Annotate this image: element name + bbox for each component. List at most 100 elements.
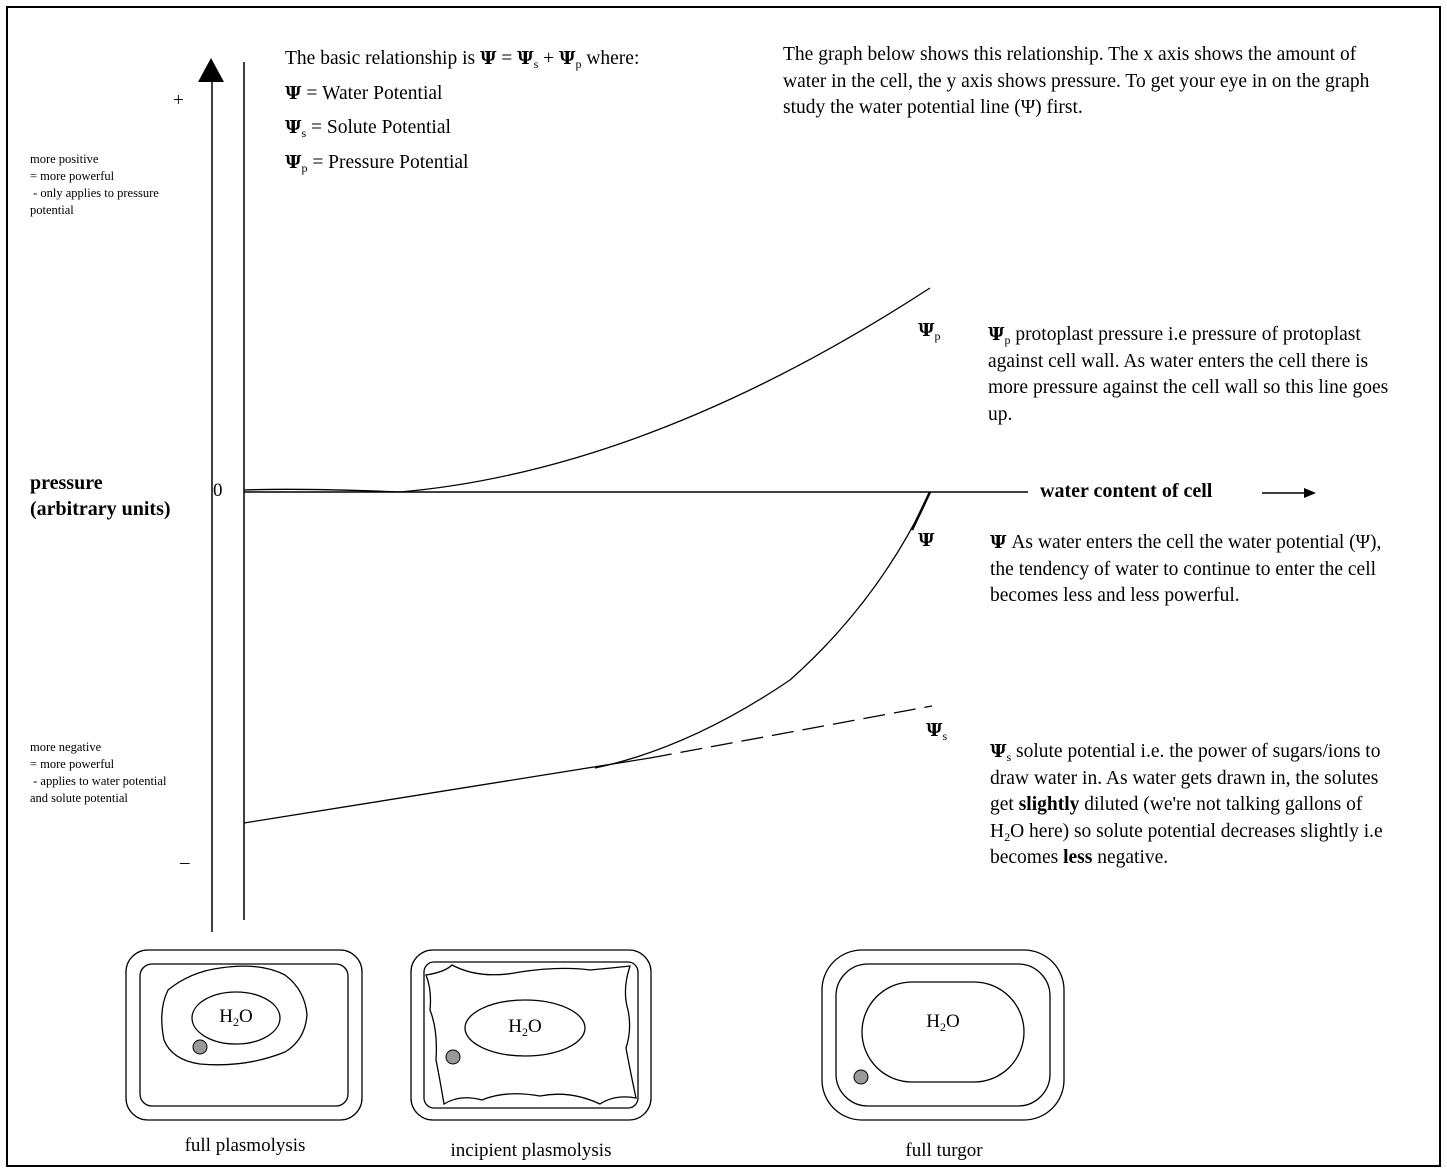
protoplast [425,964,637,1106]
plus-sign: + [538,48,559,69]
cell-wall-outer [821,949,1065,1121]
solute-potential-dashed [649,705,933,759]
cell-full-turgor [821,949,1065,1121]
note-line: = more powerful [30,169,115,183]
protoplast [161,965,308,1066]
positive-note: more positive = more powerful - only app… [30,151,210,219]
water-potential-label: Ψ [918,530,934,551]
solute-potential-description: Ψs solute potential i.e. the power of su… [990,739,1400,872]
relationship-equation: The basic relationship is Ψ = Ψs + Ψp wh… [285,42,755,77]
note-line: more negative [30,740,102,754]
psi-symbol: Ψ [990,532,1007,553]
solute-potential-label: Ψs [926,720,948,743]
caption-full-turgor: full turgor [905,1140,983,1161]
definition-text: = Pressure Potential [307,151,469,173]
vacuole [861,981,1025,1083]
y-axis-zero: 0 [213,480,223,501]
subscript-s: s [533,57,539,71]
description-text: protoplast pressure i.e pressure of prot… [988,324,1389,425]
water-potential-description: Ψ As water enters the cell the water pot… [990,530,1404,610]
cell-wall-inner [139,963,349,1107]
psi-symbol: Ψ [285,82,302,104]
pressure-potential-description: Ψp protoplast pressure i.e pressure of p… [988,322,1398,428]
relationship-suffix: where: [581,48,640,69]
subscript-s: s [942,729,948,743]
definition-solute-potential: Ψs = Solute Potential [285,111,755,146]
cell-wall-outer [125,949,363,1121]
definition-text: = Water Potential [301,82,443,104]
description-text: negative. [1092,847,1169,868]
vacuole [464,999,586,1057]
subscript-p: p [1004,333,1011,347]
cell-1-h2o: H2O [191,1006,281,1028]
psi-symbol: Ψ [479,48,497,69]
note-line: more positive [30,152,99,166]
water-potential-curve-end [910,491,932,531]
relationship-prefix: The basic relationship is [285,48,476,69]
cell-incipient-plasmolysis [410,949,652,1121]
h-letter: H [219,1006,233,1027]
subscript-2: 2 [1004,829,1011,844]
vacuole [191,991,281,1045]
o-letter: O [528,1016,542,1037]
y-axis-label-line: (arbitrary units) [30,498,171,520]
negative-note: more negative = more powerful - applies … [30,739,212,807]
subscript-2: 2 [522,1025,528,1039]
psi-symbol: Ψ [285,117,302,138]
cell-wall-inner [835,963,1051,1107]
psi-symbol: Ψ [517,48,534,69]
subscript-p: p [575,57,582,71]
equals-sign: = [496,48,518,69]
pressure-potential-label: Ψp [918,320,941,343]
subscript-s: s [301,126,307,140]
water-potential-curve [594,491,931,769]
emphasis-slightly: slightly [1018,794,1080,815]
note-line: = more powerful [30,757,115,771]
pressure-potential-curve [243,287,931,493]
note-line: and solute potential [30,791,128,805]
nucleus [853,1069,869,1085]
solute-potential-line [243,757,651,824]
subscript-p: p [301,160,308,175]
relationship-block: The basic relationship is Ψ = Ψs + Ψp wh… [285,42,755,180]
y-axis-minus: – [180,852,190,873]
x-axis-arrowhead [1304,488,1316,498]
y-axis-plus: + [173,90,184,111]
h-letter: H [926,1011,940,1032]
subscript-p: p [934,329,941,343]
psi-symbol: Ψ [559,48,576,69]
y-axis-label-line: pressure [30,472,103,494]
psi-symbol: Ψ [918,530,935,551]
y-axis-label: pressure (arbitrary units) [30,470,171,522]
cell-wall-outer [410,949,652,1121]
nucleus [445,1049,461,1065]
note-line: - only applies to pressure [30,186,159,200]
definition-water-potential: Ψ = Water Potential [285,77,755,112]
note-line: - applies to water potential [30,774,167,788]
definition-text: = Solute Potential [306,117,451,138]
graph-explanation: The graph below shows this relationship.… [783,44,1370,118]
caption-incipient-plasmolysis: incipient plasmolysis [450,1140,612,1161]
description-text: diluted (we're not talking gallons of H [990,794,1363,842]
psi-symbol: Ψ [990,741,1007,762]
description-text: As water enters the cell the water poten… [990,532,1382,606]
description-text: O here) so solute potential decreases sl… [990,820,1383,869]
psi-symbol: Ψ [285,151,302,173]
cell-2-h2o: H2O [480,1016,570,1038]
subscript-2: 2 [233,1015,239,1029]
psi-symbol: Ψ [926,720,943,741]
o-letter: O [239,1006,253,1027]
subscript-2: 2 [940,1020,946,1034]
subscript-s: s [1006,750,1012,764]
nucleus [192,1039,208,1055]
x-axis-label: water content of cell [1040,480,1213,502]
o-letter: O [946,1011,960,1032]
definition-pressure-potential: Ψp = Pressure Potential [285,146,755,181]
note-line: potential [30,203,74,217]
caption-full-plasmolysis: full plasmolysis [184,1135,306,1156]
cell-3-h2o: H2O [898,1011,988,1033]
psi-symbol: Ψ [918,320,935,341]
cell-wall-inner [423,961,639,1109]
description-text: solute potential i.e. the power of sugar… [990,741,1381,815]
